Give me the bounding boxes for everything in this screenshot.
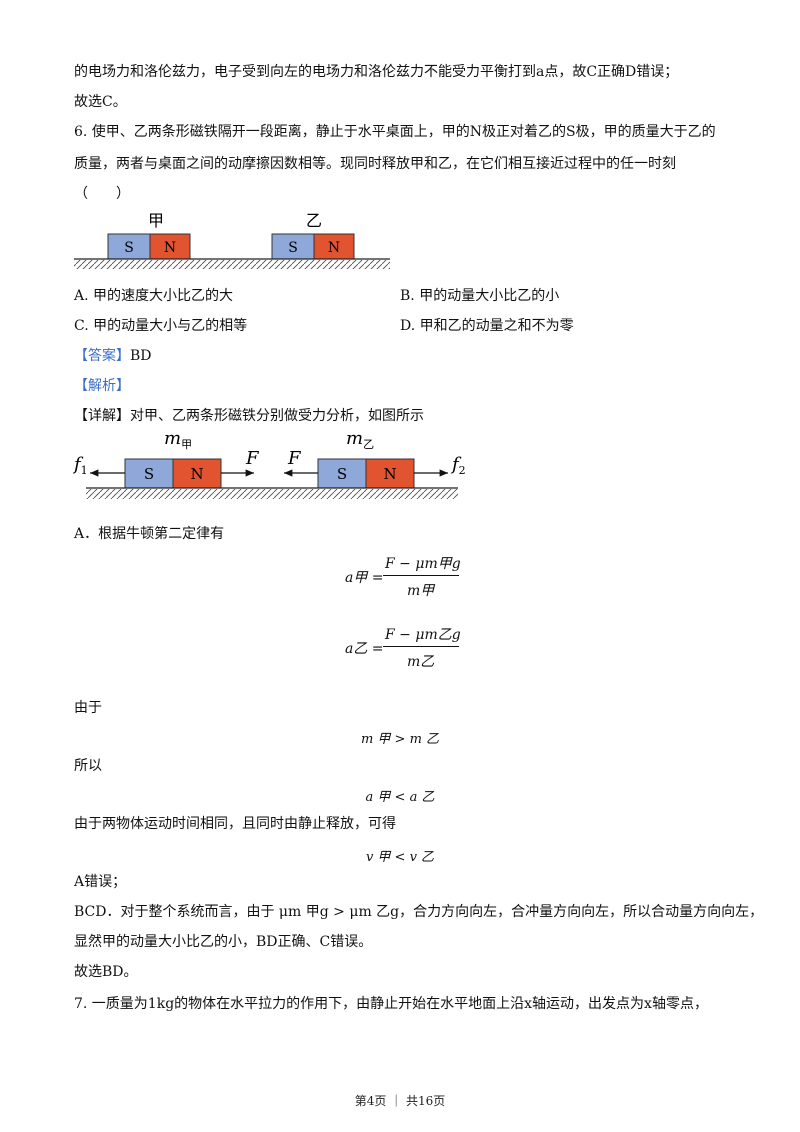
question-6-stem: 质量，两者与桌面之间的动摩擦因数相等。现同时释放甲和乙，在它们相互接近过程中的任…	[74, 156, 676, 172]
inequality-acceleration: a 甲 < a 乙	[365, 790, 435, 805]
ground-hatch	[86, 489, 458, 499]
magnet-jia-s	[107, 233, 151, 260]
magnet-jia-n	[149, 233, 191, 260]
label-F-right: F	[245, 448, 260, 469]
block-yi-n-label: N	[383, 465, 396, 483]
label-f1: f1	[72, 454, 88, 477]
eq1-numerator: F − μm甲g	[385, 556, 461, 572]
option-c: C. 甲的动量大小与乙的相等	[74, 318, 248, 334]
answer-line: 【答案】BD	[74, 346, 152, 366]
label-yi: 乙	[306, 211, 322, 230]
mass-yi-label: m乙	[346, 428, 374, 451]
block-yi-s-label: S	[337, 465, 347, 483]
answer-blank: （ ）	[74, 186, 130, 202]
mass-jia-label: m甲	[164, 428, 192, 451]
answer-value: BD	[130, 348, 152, 364]
magnet-yi-n-label: N	[328, 240, 340, 256]
magnet-jia-n-label: N	[164, 240, 176, 256]
question-7-stem: 7. 一质量为1kg的物体在水平拉力的作用下，由静止开始在水平地面上沿x轴运动，…	[74, 996, 708, 1012]
analysis-tag: 【解析】	[74, 378, 130, 394]
block-jia-s-label: S	[144, 465, 154, 483]
table-hatch	[74, 260, 390, 269]
so-label: 所以	[74, 758, 102, 774]
eq1-fraction-bar	[383, 575, 459, 576]
question-6-stem: 6. 使甲、乙两条形磁铁隔开一段距离，静止于水平桌面上，甲的N极正对着乙的S极，…	[74, 124, 716, 140]
time-reasoning: 由于两物体运动时间相同，且同时由静止释放，可得	[74, 816, 396, 832]
magnet-jia-s-label: S	[124, 240, 134, 256]
label-F-left: F	[287, 448, 302, 469]
a-wrong: A错误；	[74, 874, 127, 890]
page-footer: 第4页 ｜ 共16页	[354, 1094, 446, 1108]
option-b: B. 甲的动量大小比乙的小	[400, 288, 560, 304]
eq2-denominator: m乙	[407, 654, 435, 670]
inequality-velocity: v 甲 < v 乙	[365, 850, 435, 865]
eq2-fraction-bar	[383, 646, 459, 647]
eq2-numerator: F − μm乙g	[385, 627, 461, 643]
eq1-denominator: m甲	[407, 583, 435, 599]
magnet-yi-s-label: S	[288, 240, 298, 256]
bcd-reasoning-1: BCD．对于整个系统而言，由于 μm 甲g > μm 乙g，合力方向向左，合冲量…	[74, 904, 764, 920]
since-label: 由于	[74, 700, 102, 716]
detail-line: 【详解】对甲、乙两条形磁铁分别做受力分析，如图所示	[74, 408, 424, 424]
option-a: A. 甲的速度大小比乙的大	[74, 288, 234, 304]
label-jia: 甲	[148, 211, 164, 230]
final-choice: 故选BD。	[74, 964, 138, 980]
eq2-lhs: a乙 =	[345, 641, 384, 657]
text-line: 的电场力和洛伦兹力，电子受到向左的电场力和洛伦兹力不能受力平衡打到a点，故C正确…	[74, 64, 679, 80]
answer-tag: 【答案】	[74, 348, 130, 364]
eq1-lhs: a甲 =	[345, 570, 384, 586]
text-line: 故选C。	[74, 94, 127, 110]
bcd-reasoning-2: 显然甲的动量大小比乙的小，BD正确、C错误。	[74, 934, 373, 950]
magnet-yi-n	[313, 233, 355, 260]
newton-intro: A．根据牛顿第二定律有	[74, 526, 225, 542]
option-d: D. 甲和乙的动量之和不为零	[400, 318, 574, 334]
label-f2: f2	[450, 454, 466, 477]
magnets-figure: 甲 乙 S N S N	[74, 211, 390, 269]
force-diagram: m甲 m乙 S N S N f1 F F f2	[72, 428, 466, 499]
inequality-mass: m 甲 > m 乙	[360, 732, 440, 747]
block-jia-n-label: N	[190, 465, 203, 483]
